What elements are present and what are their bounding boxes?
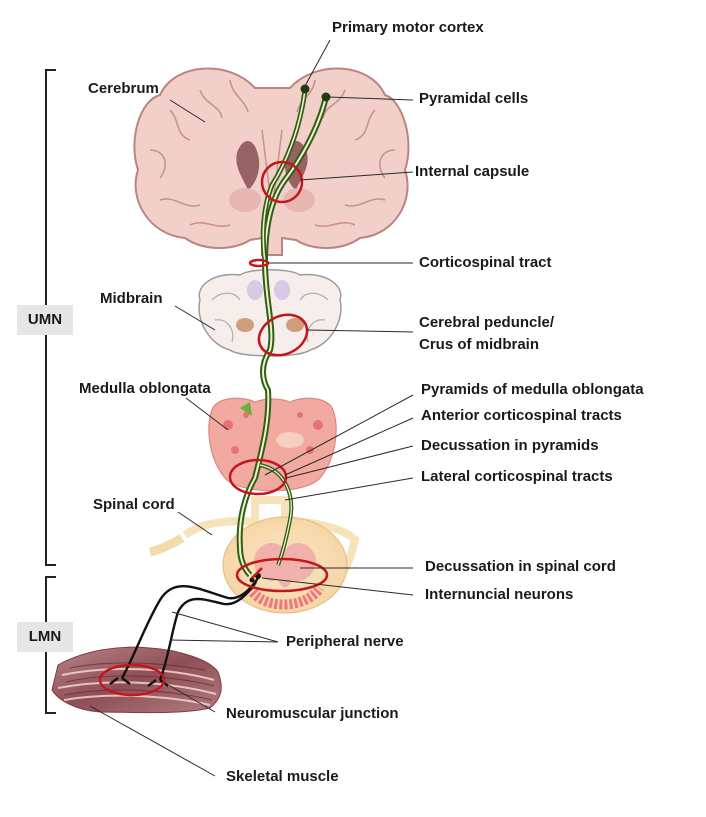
corticospinal-tract-path [236,89,329,578]
highlight-rings [98,160,329,697]
leader-lines [89,39,414,777]
label-decussation-spinal: Decussation in spinal cord [425,558,616,575]
ring-decussation-pyramids [228,458,288,496]
ring-decussation-spinal [235,557,329,593]
label-internuncial: Internuncial neurons [425,586,574,603]
label-pyramids: Pyramids of medulla oblongata [421,381,644,398]
label-cerebrum: Cerebrum [88,80,159,97]
lmn-label: LMN [17,622,73,652]
decussation-mark [251,567,263,579]
label-pyramidal-cells: Pyramidal cells [419,90,529,107]
label-peripheral-nerve: Peripheral nerve [286,633,404,650]
skeletal-muscle-illustration [51,646,222,714]
cerebrum-illustration [133,67,410,256]
label-crus-of-midbrain: Crus of midbrain [419,336,540,353]
label-neuromuscular-junction: Neuromuscular junction [226,705,399,722]
ring-neuromuscular-junction [98,663,166,697]
ring-cerebral-peduncle [257,313,309,357]
ring-internal-capsule [260,160,304,204]
label-lateral-tracts: Lateral corticospinal tracts [421,468,613,485]
pyramidal-cell-body-left [300,84,310,94]
umn-label: UMN [17,305,73,335]
spinal-cord-illustration [148,496,360,614]
label-corticospinal-tract: Corticospinal tract [419,254,552,271]
label-decussation-pyramids: Decussation in pyramids [421,437,599,454]
medulla-illustration [208,397,337,492]
label-skeletal-muscle: Skeletal muscle [226,768,339,785]
pyramidal-cell-body-right [321,92,331,102]
label-midbrain: Midbrain [100,290,163,307]
label-anterior-tracts: Anterior corticospinal tracts [421,407,622,424]
label-spinal-cord: Spinal cord [93,496,175,513]
label-cerebral-peduncle: Cerebral peduncle/ [419,314,555,331]
label-primary-motor-cortex: Primary motor cortex [332,19,484,36]
label-internal-capsule: Internal capsule [415,163,530,180]
label-medulla-oblongata: Medulla oblongata [79,380,211,397]
